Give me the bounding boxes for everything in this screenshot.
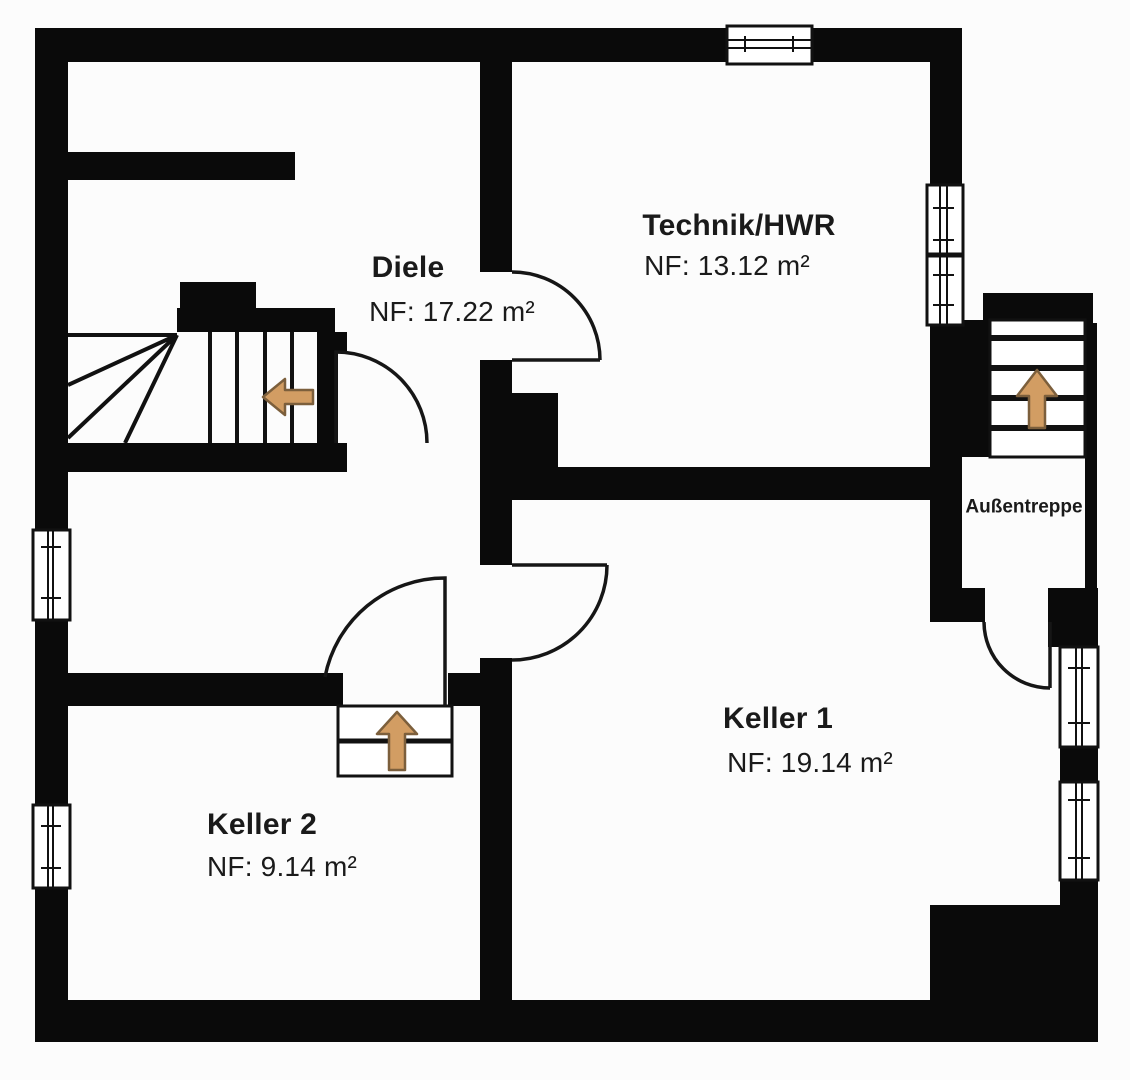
room-area-keller2: NF: 9.14 m²: [206, 851, 358, 882]
outdoor-stair-treads: [990, 335, 1085, 431]
up-arrow-icon: [1015, 368, 1059, 430]
room-label-diele: Diele: [371, 251, 445, 284]
room-area-keller1: NF: 19.14 m²: [727, 747, 893, 778]
window-technik-east: [925, 183, 965, 327]
keller2-steps: [336, 704, 454, 778]
door-stairs-to-diele: [334, 350, 429, 444]
stair-treads: [66, 332, 294, 444]
window-glazing: [41, 530, 61, 620]
window-glazing: [1068, 782, 1090, 880]
left-arrow-icon: [261, 377, 315, 417]
window-left-lower: [31, 803, 72, 890]
door-diele-to-keller2: [323, 576, 447, 706]
window-glazing: [41, 805, 61, 888]
door-diele-to-keller1: [511, 563, 609, 662]
window-frame: [1058, 645, 1100, 749]
window-frame: [31, 803, 72, 890]
outdoor-staircase: [988, 318, 1087, 459]
window-frame: [1058, 780, 1100, 882]
window-keller1-lower: [1058, 780, 1100, 882]
window-glazing: [1068, 647, 1090, 747]
window-keller1-upper: [1058, 645, 1100, 749]
window-top: [725, 24, 814, 66]
room-area-technik: NF: 13.12 m²: [644, 250, 810, 281]
window-frame: [31, 528, 72, 622]
window-glazing: [727, 36, 812, 52]
window-left-upper: [31, 528, 72, 622]
room-area-diele: NF: 17.22 m²: [369, 296, 535, 327]
room-label-keller1: Keller 1: [723, 702, 833, 735]
room-label-technik: Technik/HWR: [642, 209, 836, 242]
walls: [35, 28, 1098, 1042]
room-label-keller2: Keller 2: [207, 808, 317, 841]
window-frame: [725, 24, 814, 66]
door-outdoor-to-keller1: [982, 621, 1052, 690]
interior-staircase: [66, 332, 315, 444]
label-outdoor-staircase: Außentreppe: [965, 496, 1083, 518]
up-arrow-icon: [375, 710, 419, 772]
door-diele-to-technik: [511, 270, 602, 362]
